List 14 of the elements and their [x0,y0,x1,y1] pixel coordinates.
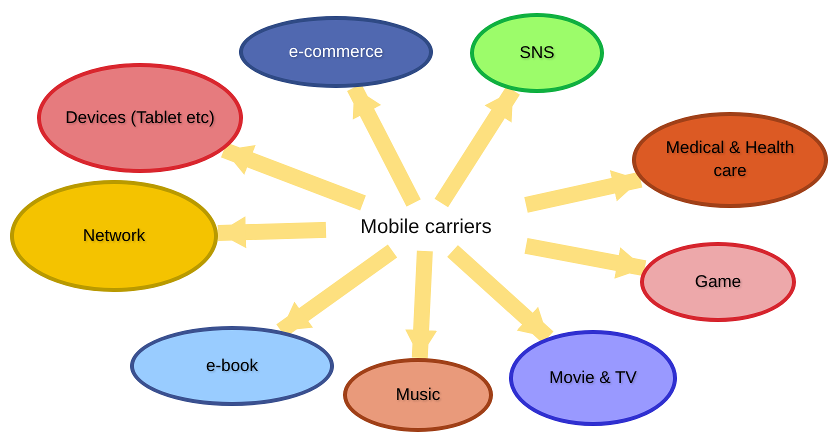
block-arrow [524,238,646,279]
ellipse-label: Network [82,224,146,247]
center-label: Mobile carriers [326,203,526,251]
ellipse-label: Game [694,270,742,293]
ellipse-label: SNS [520,42,554,64]
ellipse-label: Devices (Tablet etc) [65,106,215,129]
block-arrow [524,170,642,213]
ellipse-label: Medical & Health care [664,137,796,182]
ellipse-label: Movie & TV [549,366,637,389]
ellipse-label: e-commerce [288,40,384,63]
block-arrow [220,142,366,210]
ellipse-label: Music [396,384,440,406]
ellipse-label: e-book [206,354,258,377]
block-arrow [447,245,554,344]
